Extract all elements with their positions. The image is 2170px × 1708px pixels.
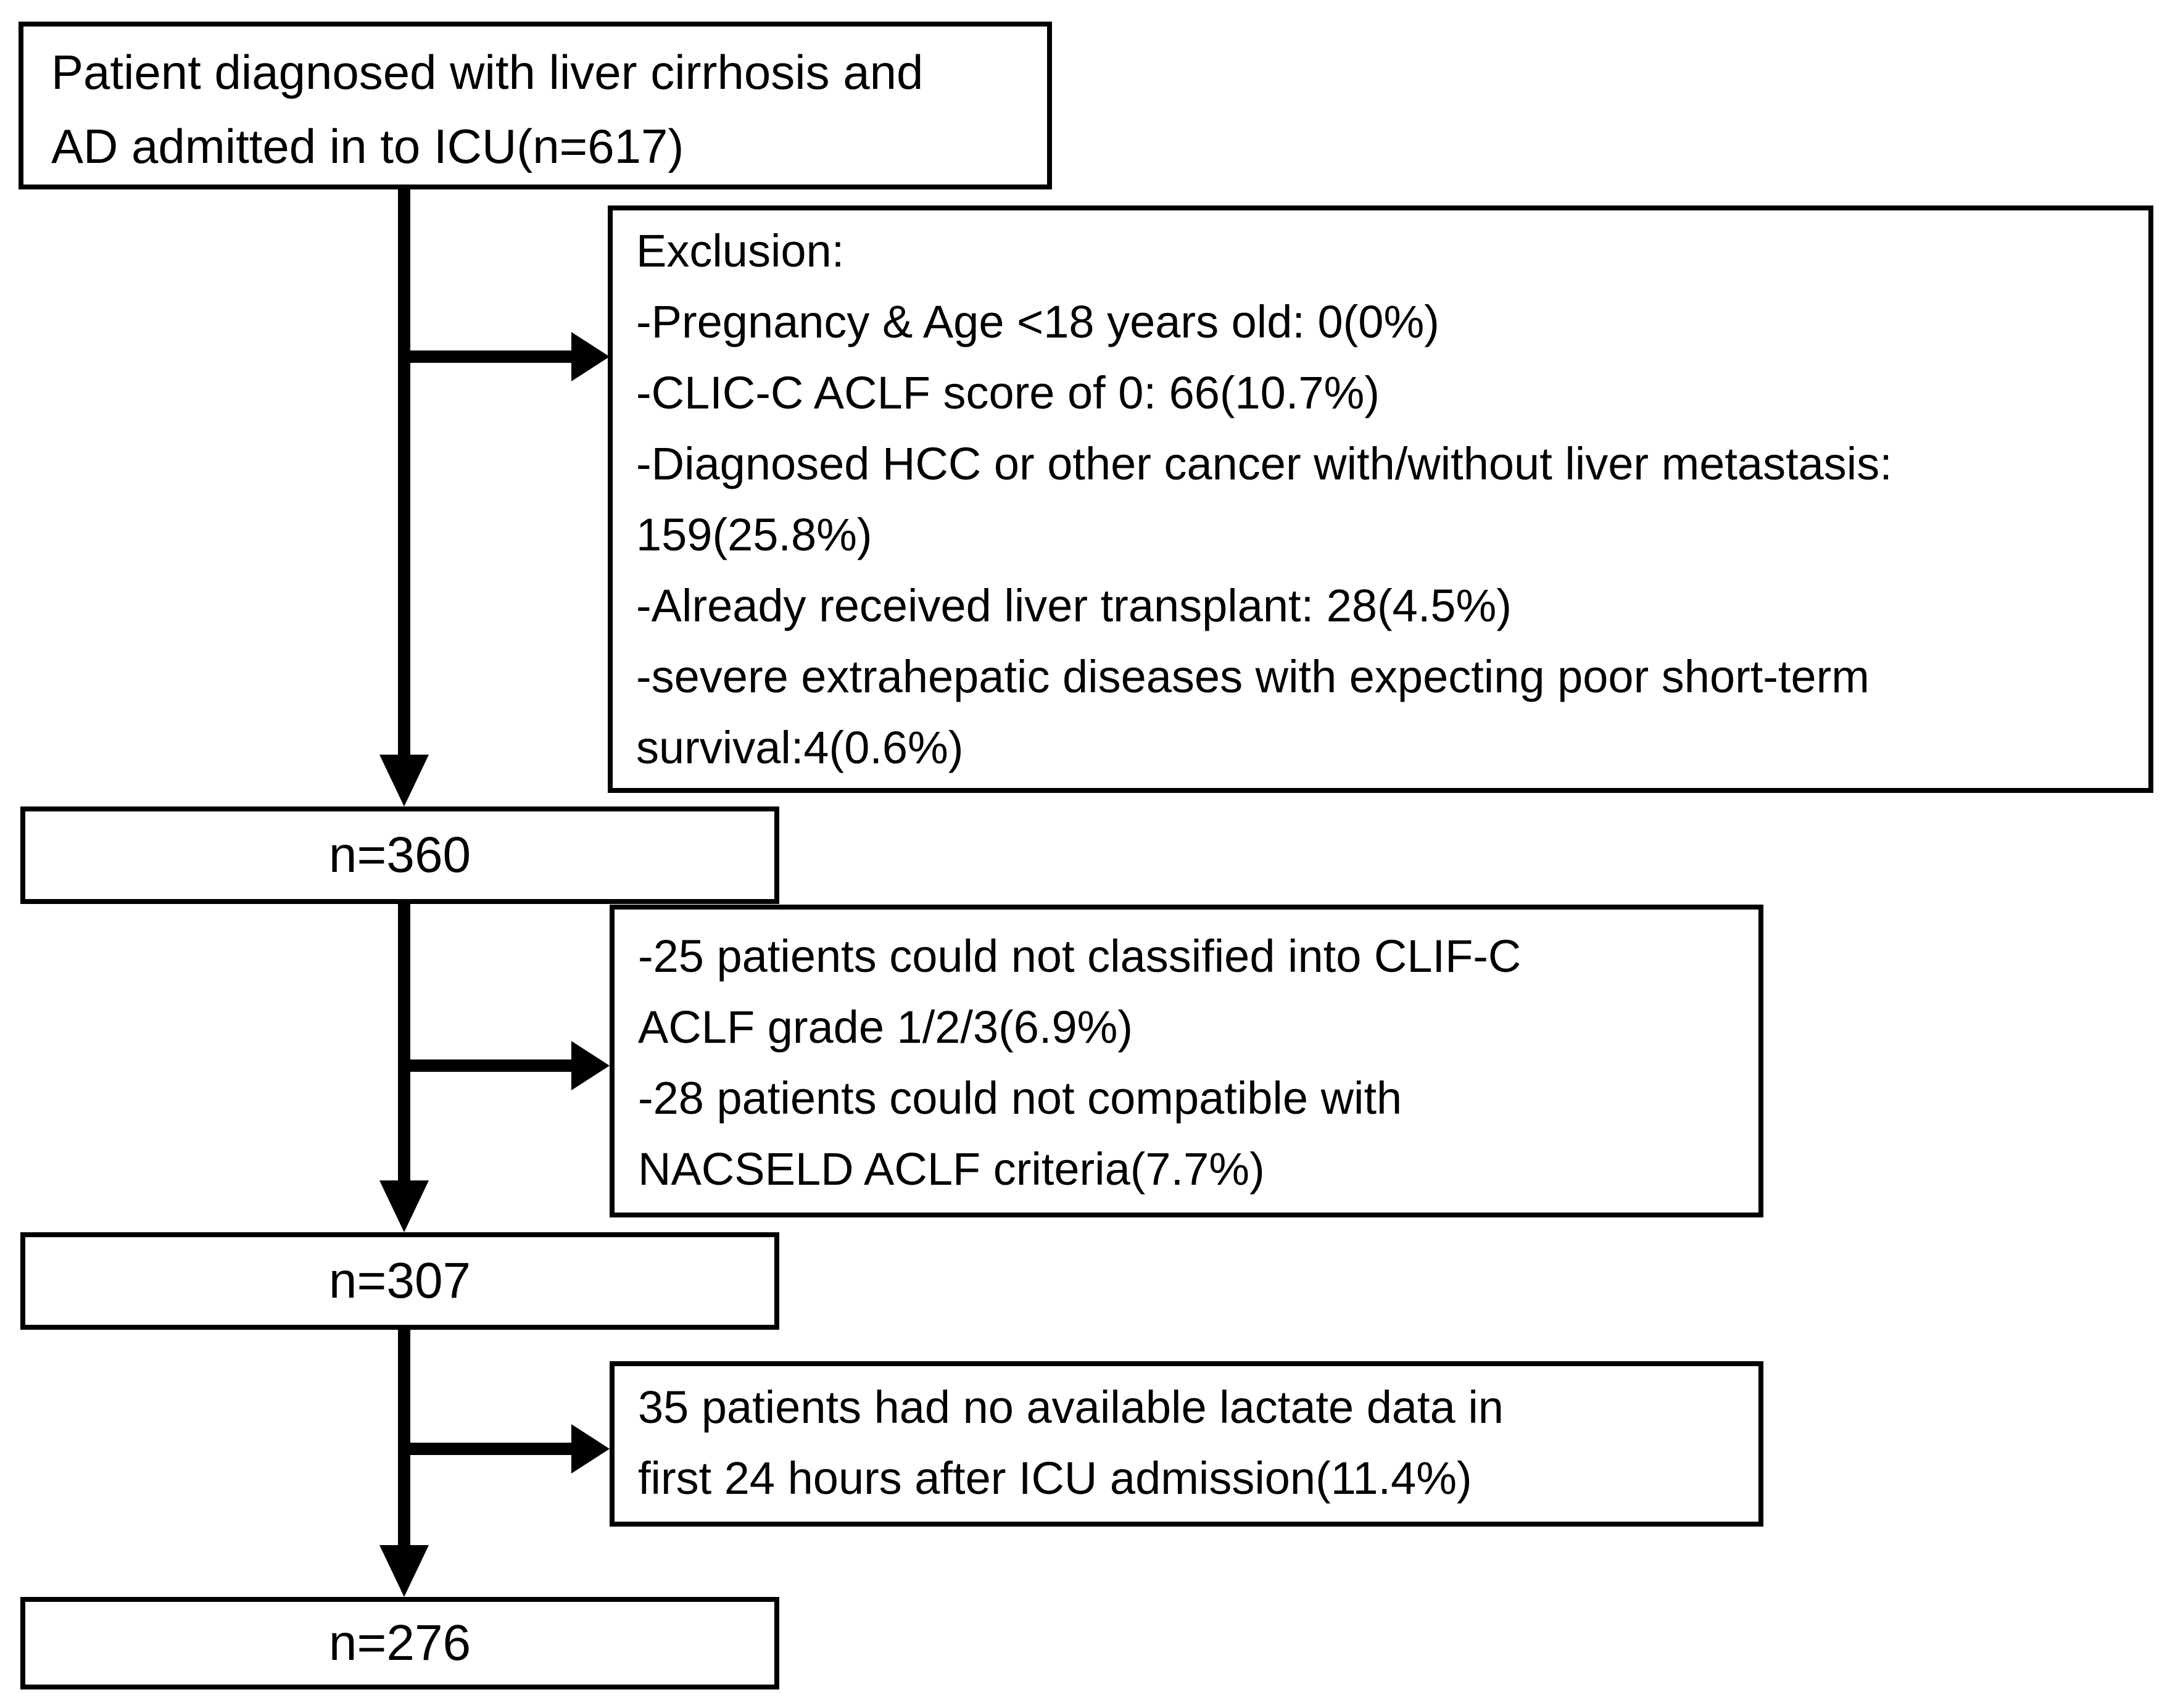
n276-label: n=276 — [328, 1615, 471, 1671]
arrow-down-3-shaft — [398, 1329, 410, 1546]
n307-label: n=307 — [328, 1253, 471, 1309]
enrollment-box: Patient diagnosed with liver cirrhosis a… — [19, 22, 1052, 189]
enrollment-line: Patient diagnosed with liver cirrhosis a… — [51, 45, 924, 99]
arrow-branch-3-shaft — [404, 1443, 574, 1455]
exclusion-1-item: -Diagnosed HCC or other cancer with/with… — [636, 438, 1892, 489]
exclusion-2-item: ACLF grade 1/2/3(6.9%) — [638, 1001, 1133, 1053]
arrow-down-2-shaft — [398, 903, 410, 1182]
exclusion-1-item: -Already received liver transplant: 28(4… — [636, 580, 1512, 631]
exclusion-2-item: -25 patients could not classified into C… — [638, 931, 1522, 982]
arrow-branch-1-shaft — [404, 350, 574, 363]
enrollment-line: AD admitted in to ICU(n=617) — [51, 119, 684, 173]
arrow-branch-2-shaft — [404, 1059, 574, 1072]
arrow-down-1-shaft — [398, 185, 410, 756]
arrow-down-3-head-icon — [379, 1545, 429, 1597]
arrow-branch-1-head-icon — [571, 332, 610, 381]
exclusion-3-item: first 24 hours after ICU admission(11.4%… — [638, 1453, 1472, 1504]
exclusion-1-item: -CLIC-C ACLF score of 0: 66(10.7%) — [636, 367, 1380, 418]
arrow-branch-2-head-icon — [571, 1041, 610, 1090]
exclusion-1-item: -severe extrahepatic diseases with expec… — [636, 651, 1870, 702]
n307-box: n=307 — [20, 1232, 779, 1330]
exclusion-2-item: -28 patients could not compatible with — [638, 1072, 1402, 1124]
n360-box: n=360 — [20, 806, 779, 904]
exclusion-box-3: 35 patients had no available lactate dat… — [610, 1361, 1763, 1527]
exclusion-box-1: Exclusion: -Pregnancy & Age <18 years ol… — [608, 205, 2153, 793]
arrow-down-2-head-icon — [379, 1180, 429, 1232]
exclusion-box-2: -25 patients could not classified into C… — [610, 905, 1763, 1217]
exclusion-2-item: NACSELD ACLF criteria(7.7%) — [638, 1143, 1265, 1195]
exclusion-1-item: 159(25.8%) — [636, 509, 872, 560]
n276-box: n=276 — [20, 1597, 779, 1689]
arrow-branch-3-head-icon — [571, 1424, 610, 1474]
exclusion-1-item: survival:4(0.6%) — [636, 722, 964, 773]
exclusion-1-item: -Pregnancy & Age <18 years old: 0(0%) — [636, 296, 1439, 347]
n360-label: n=360 — [328, 827, 471, 883]
exclusion-1-title: Exclusion: — [636, 225, 845, 276]
exclusion-3-item: 35 patients had no available lactate dat… — [638, 1382, 1504, 1433]
arrow-down-1-head-icon — [379, 755, 429, 806]
